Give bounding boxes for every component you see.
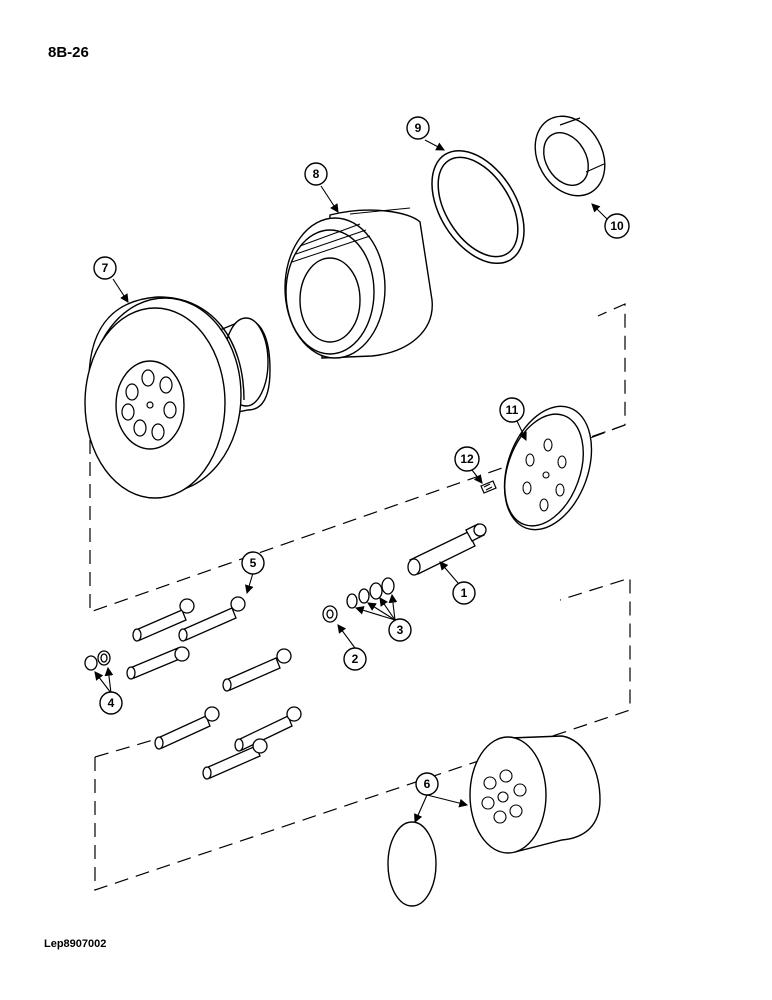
callout-1: 1 — [461, 586, 468, 600]
spring-washers-part — [346, 577, 395, 609]
callout-6-circle — [415, 772, 439, 796]
callout-6: 6 — [424, 777, 431, 791]
callout-5: 5 — [250, 556, 257, 570]
callout-11: 11 — [506, 403, 519, 417]
assembly-outline-lower — [94, 577, 631, 891]
callout-3: 3 — [397, 623, 404, 637]
end-cap-part — [387, 821, 437, 907]
cylinder-block-part — [84, 296, 271, 499]
end-housing-part — [469, 735, 601, 854]
page-number: 8B-26 — [48, 44, 89, 61]
center-pin-part — [407, 523, 487, 576]
callout-balloons — [93, 116, 630, 796]
callout-8-circle — [304, 162, 328, 186]
screw-part — [480, 480, 497, 494]
washer-part — [322, 605, 338, 623]
callout-4-circle — [99, 691, 123, 715]
callout-9: 9 — [415, 121, 422, 135]
callout-5-circle — [241, 551, 265, 575]
callout-12-circle — [454, 446, 480, 472]
callout-8: 8 — [313, 167, 320, 181]
callout-12: 12 — [460, 452, 474, 466]
callout-11-circle — [499, 397, 525, 423]
callout-10-circle — [604, 213, 630, 239]
callout-2-circle — [343, 647, 367, 671]
callout-1-circle — [452, 581, 476, 605]
callout-4: 4 — [108, 696, 115, 710]
callout-3-circle — [388, 618, 412, 642]
callout-numbers: 7 8 9 10 11 12 1 5 3 2 4 6 — [102, 121, 624, 791]
callout-7: 7 — [102, 261, 109, 275]
small-washers-part — [84, 650, 111, 671]
callout-10: 10 — [610, 219, 624, 233]
locknut-part — [534, 115, 606, 197]
drum-housing-part — [284, 207, 433, 359]
figure-reference: Lep8907002 — [44, 938, 107, 950]
piston-set-part — [126, 596, 302, 780]
callout-9-circle — [406, 116, 430, 140]
ring-seal-part — [431, 149, 525, 265]
callout-7-circle — [93, 256, 117, 280]
callout-2: 2 — [352, 652, 359, 666]
